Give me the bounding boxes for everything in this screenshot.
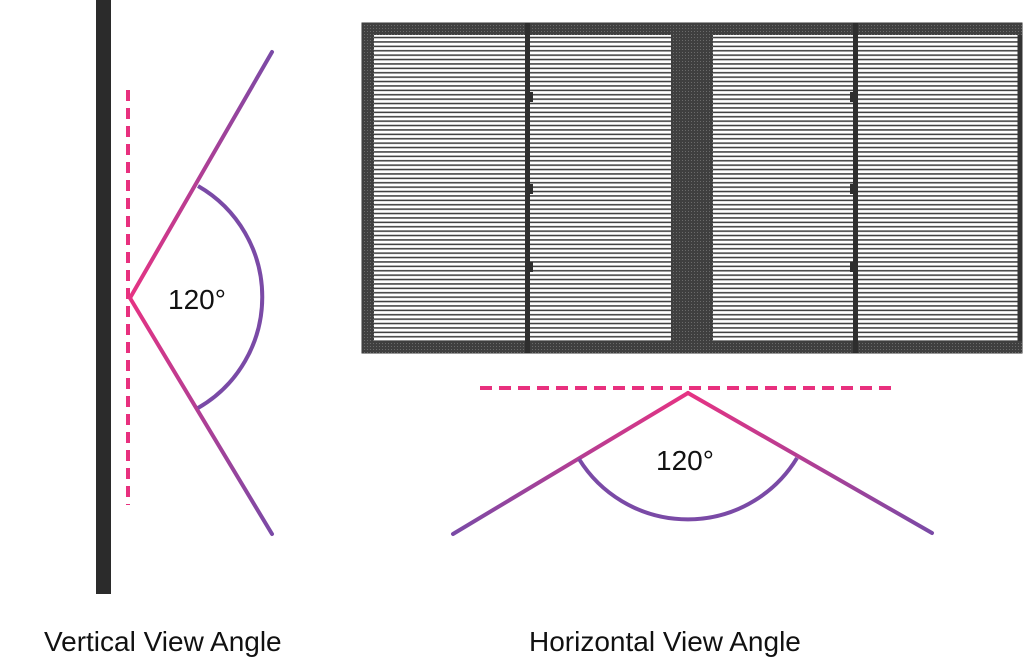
wall-bar-icon (96, 0, 111, 594)
horizontal-angle-arc (577, 456, 799, 522)
horizontal-view-angle-caption: Horizontal View Angle (529, 626, 801, 657)
horizontal-left-ray (451, 391, 690, 536)
vertical-view-angle-caption: Vertical View Angle (44, 626, 282, 657)
vertical-angle-label: 120° (168, 284, 226, 315)
vertical-upper-ray (128, 50, 274, 300)
horizontal-angle-label: 120° (656, 445, 714, 476)
vertical-lower-ray (128, 296, 274, 536)
vertical-angle-arc (197, 184, 265, 410)
horizontal-right-ray (686, 391, 934, 535)
led-screen-panel-icon (361, 22, 1023, 354)
